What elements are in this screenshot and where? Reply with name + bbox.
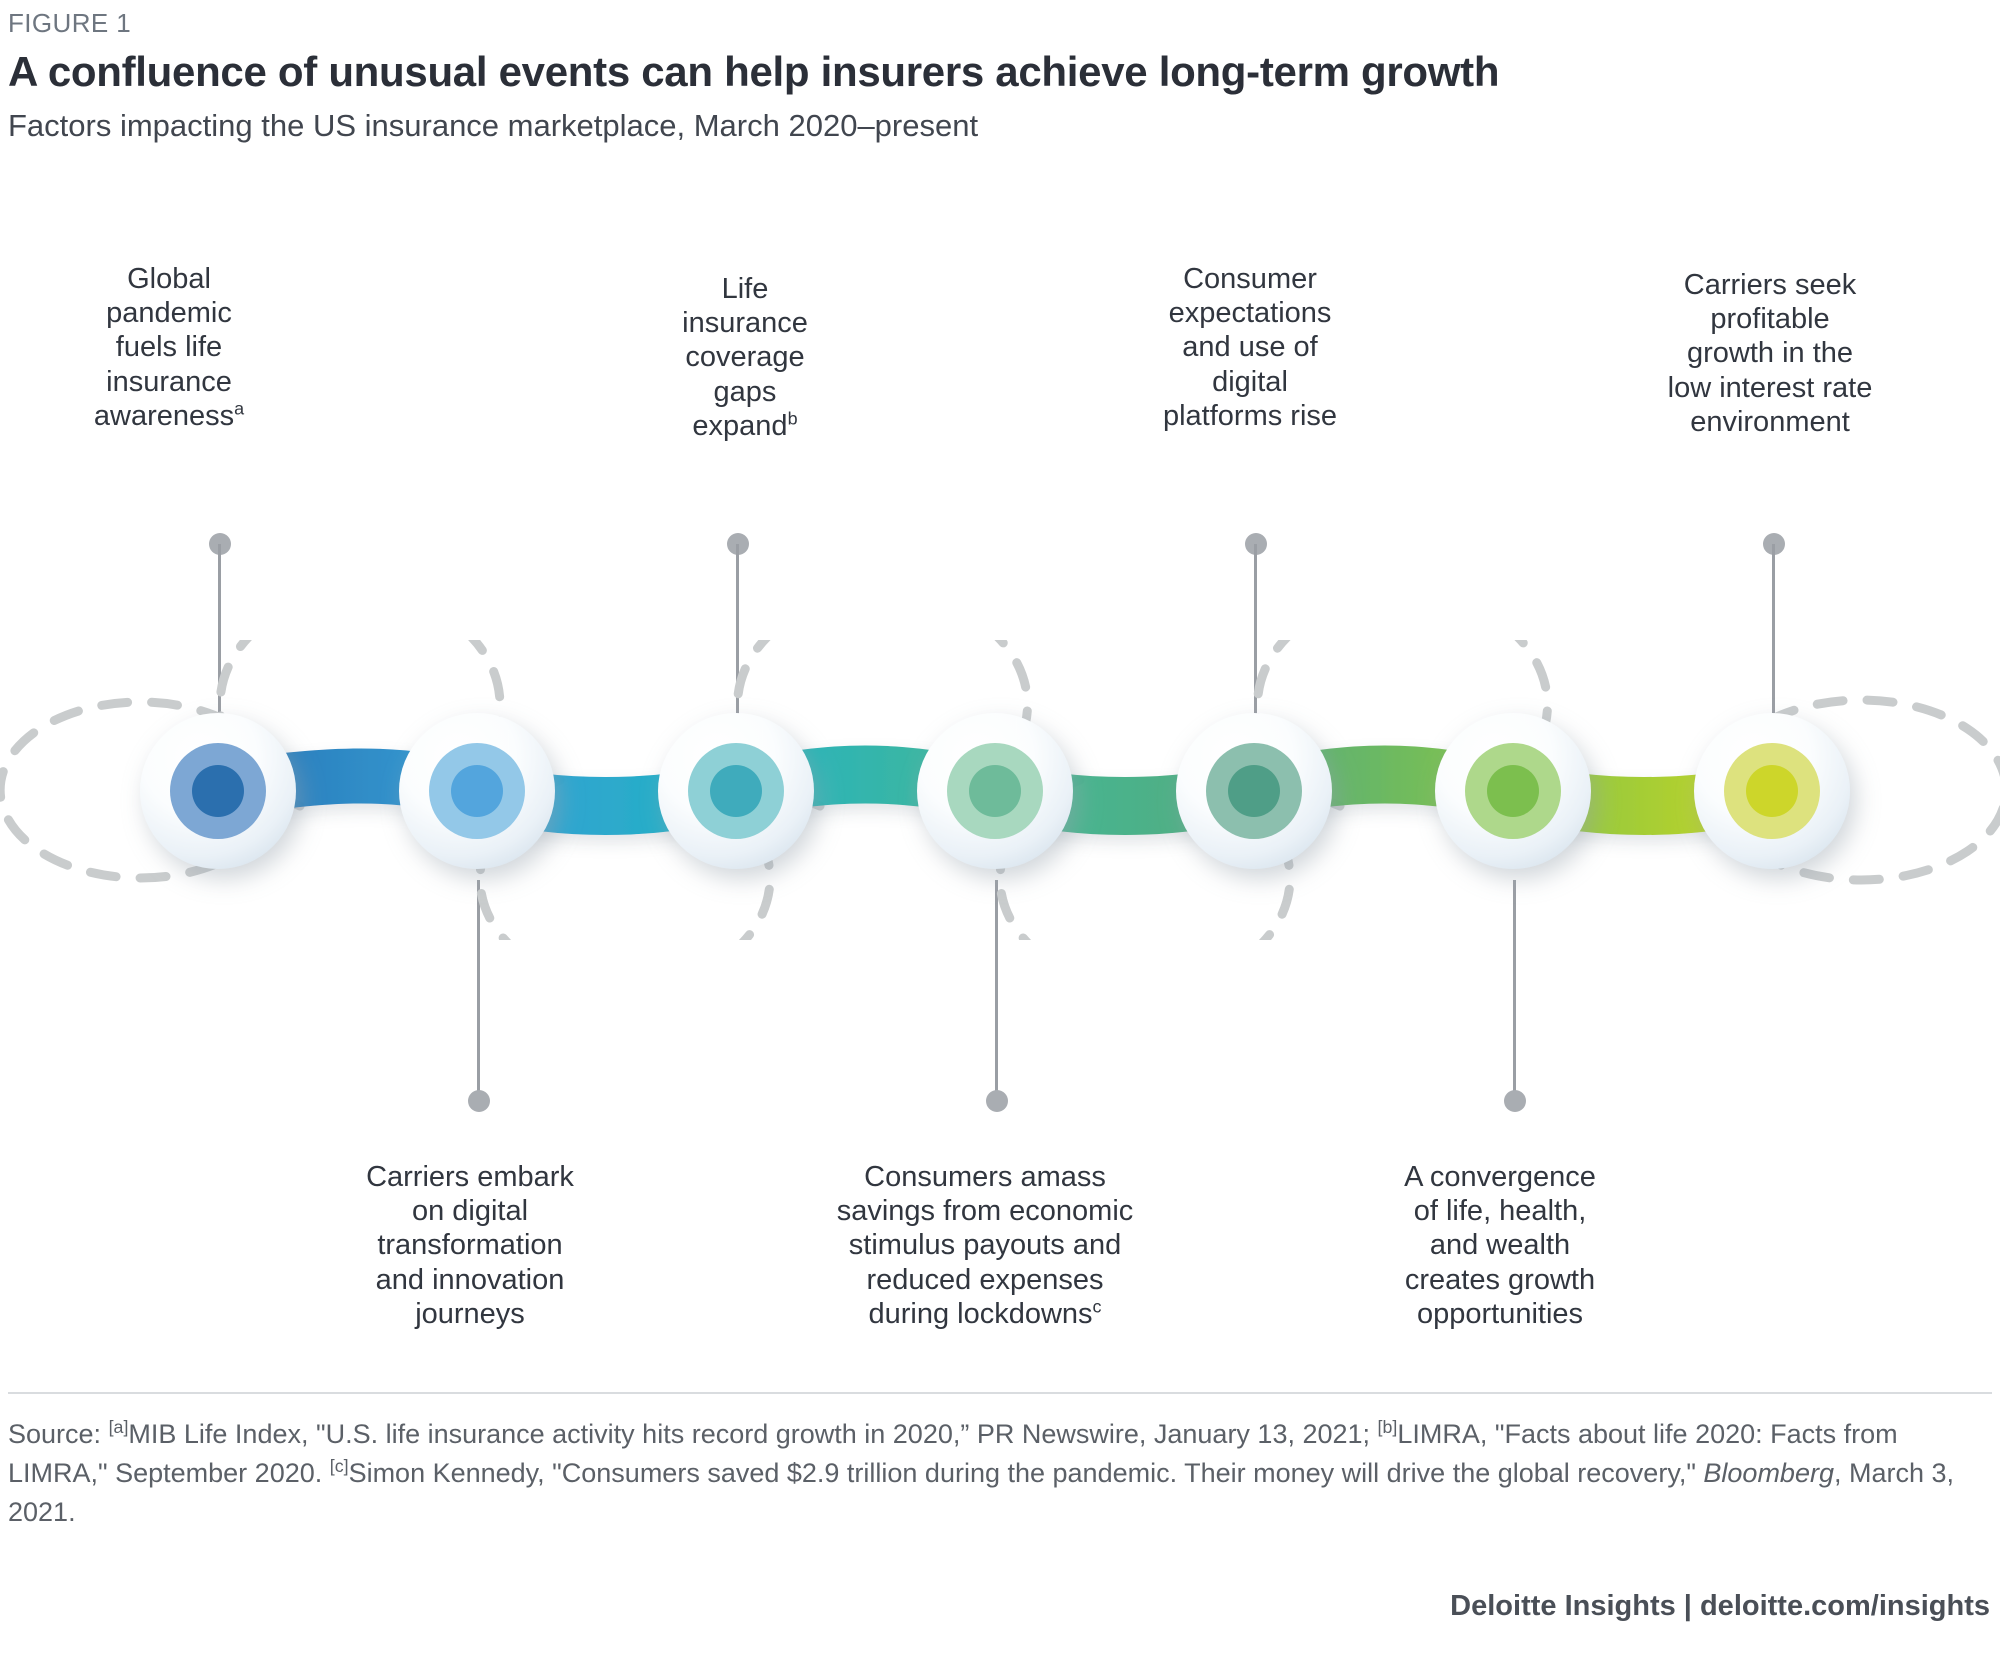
node-sphere-7 — [1694, 713, 1850, 869]
node-label-3-text: Life insurance coverage gaps expand — [682, 273, 808, 442]
source-ref-c: [c] — [329, 1456, 349, 1477]
node-sphere-3 — [658, 713, 814, 869]
source-part-2: LIMRA, "Facts about life 2020: Facts fro… — [8, 1419, 1898, 1489]
node-sphere-6 — [1435, 713, 1591, 869]
leader-line-7 — [1772, 544, 1775, 806]
leader-dot-6 — [1504, 1090, 1526, 1112]
node-label-5-text: Consumer expectations and use of digital… — [1162, 263, 1338, 432]
source-prefix: Source: — [8, 1419, 109, 1449]
figure-label: FIGURE 1 — [8, 8, 132, 38]
leader-line-4 — [995, 880, 998, 1095]
page-subtitle: Factors impacting the US insurance marke… — [8, 108, 979, 143]
node-sphere-4 — [917, 713, 1073, 869]
node-footnote-3: b — [787, 408, 798, 429]
leader-line-1 — [218, 544, 221, 806]
leader-line-6 — [1513, 880, 1516, 1095]
node-label-6-text: A convergence of life, health, and wealt… — [1404, 1161, 1596, 1330]
node-label-7-text: Carriers seek profitable growth in the l… — [1667, 269, 1873, 438]
page-title: A confluence of unusual events can help … — [8, 48, 1500, 95]
source-part-1: MIB Life Index, "U.S. life insurance act… — [128, 1419, 1378, 1449]
node-sphere-5 — [1176, 713, 1332, 869]
source-ref-b: [b] — [1377, 1417, 1398, 1437]
leader-dot-4 — [986, 1090, 1008, 1112]
source-part-3: Simon Kennedy, "Consumers saved $2.9 tri… — [348, 1458, 1704, 1489]
node-label-2-text: Carriers embark on digital transformatio… — [366, 1161, 574, 1330]
source-divider — [8, 1392, 1992, 1394]
leader-line-2 — [477, 880, 480, 1095]
source-note: Source: [a]MIB Life Index, "U.S. life in… — [8, 1415, 1968, 1532]
node-footnote-1: a — [234, 398, 245, 419]
sphere-chain-graphic — [0, 640, 2000, 940]
node-footnote-4: c — [1092, 1296, 1102, 1317]
node-label-7: Carriers seek profitable growth in the l… — [1600, 268, 1940, 439]
node-label-3: Life insurance coverage gaps expandb — [600, 272, 890, 443]
node-sphere-1 — [140, 713, 296, 869]
node-label-5: Consumer expectations and use of digital… — [1105, 262, 1395, 433]
node-sphere-2 — [399, 713, 555, 869]
node-label-2: Carriers embark on digital transformatio… — [310, 1160, 630, 1331]
node-label-6: A convergence of life, health, and wealt… — [1340, 1160, 1660, 1331]
source-ref-a: [a] — [108, 1417, 129, 1437]
leader-line-5 — [1254, 544, 1257, 806]
brand-footer: Deloitte Insights | deloitte.com/insight… — [1450, 1590, 1990, 1622]
leader-line-3 — [736, 544, 739, 806]
leader-dot-2 — [468, 1090, 490, 1112]
node-label-1-text: Global pandemic fuels life insurance awa… — [93, 263, 235, 432]
source-part-4: , March 3, 2021. — [8, 1458, 1955, 1528]
source-italic-publication: Bloomberg — [1703, 1458, 1834, 1489]
node-label-1: Global pandemic fuels life insurance awa… — [24, 262, 314, 433]
node-label-4-text: Consumers amass savings from economic st… — [836, 1161, 1134, 1330]
node-label-4: Consumers amass savings from economic st… — [765, 1160, 1205, 1331]
